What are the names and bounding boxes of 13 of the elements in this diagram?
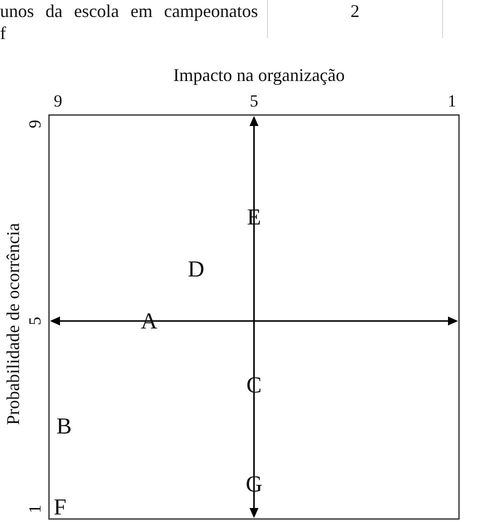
tick-label: 5 [250,92,258,110]
point-label: B [56,414,72,438]
tick-label: 5 [26,316,44,326]
table-value: 2 [350,0,360,22]
tick-label: 1 [448,92,456,110]
table-text: unos da escola em campeonatos f [0,0,258,44]
point-label: D [188,258,204,280]
point-label: F [54,496,66,518]
tick-label: 1 [26,504,44,514]
tick-label: 9 [26,120,44,128]
tick-label: 9 [54,92,62,110]
axis-title: Probabilidade de ocorrência [4,223,22,425]
axis-title: Impacto na organização [173,66,345,84]
